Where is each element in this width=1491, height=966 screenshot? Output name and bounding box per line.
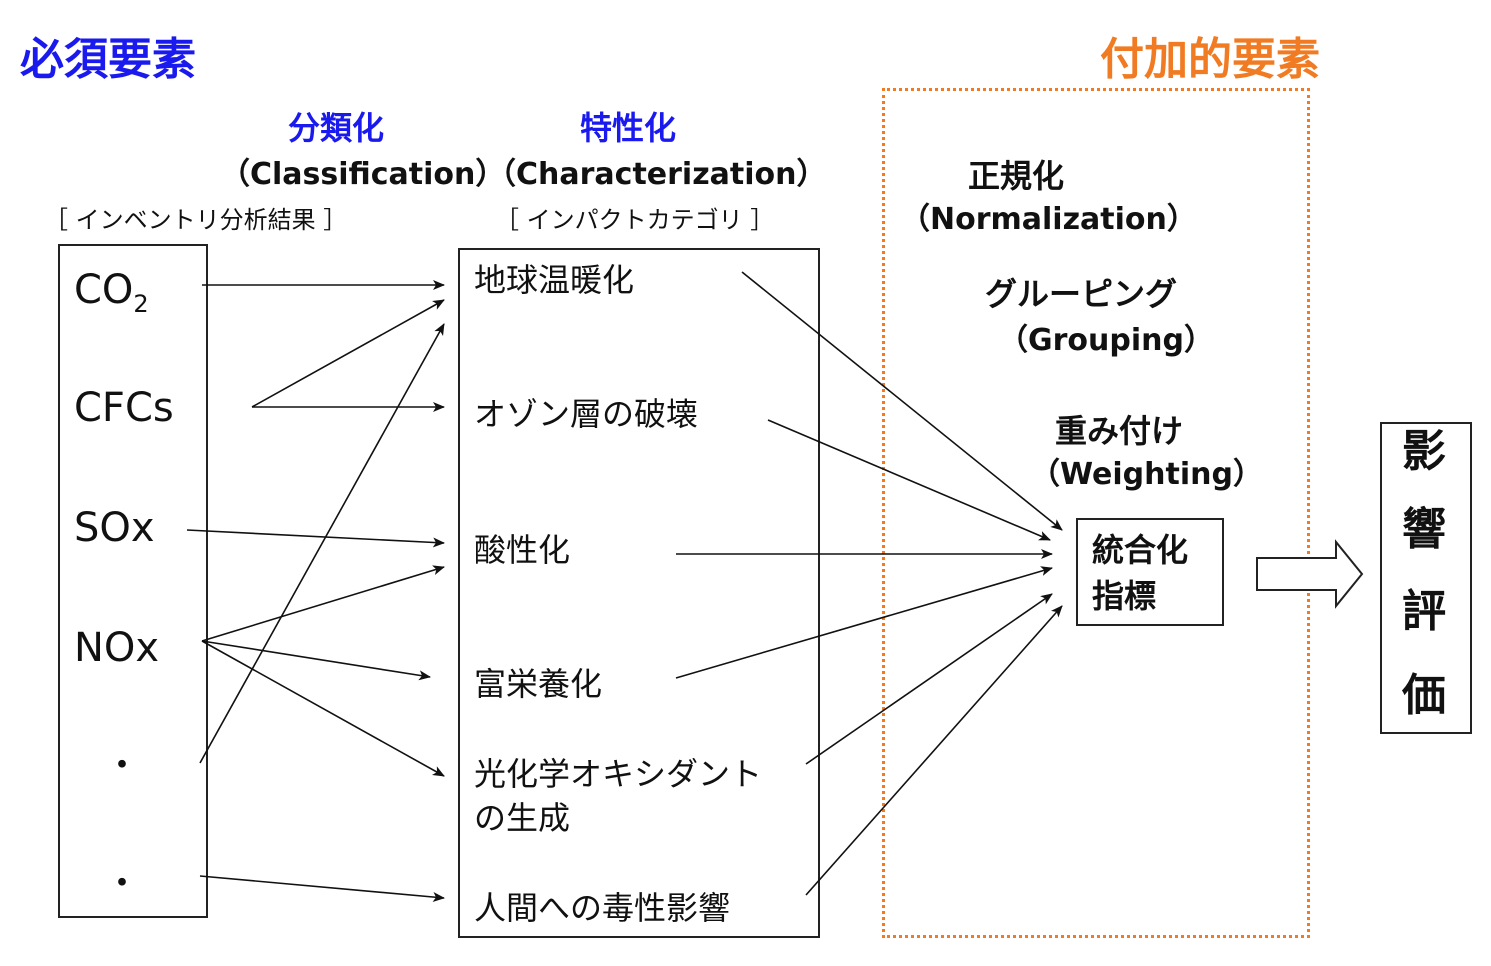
- classification-title: 分類化: [288, 109, 385, 147]
- integrated-indicator-line2: 指標: [1092, 577, 1157, 615]
- arrow-photo-integrated: [805, 593, 1053, 765]
- impact-assessment-char: 響: [1402, 504, 1446, 555]
- inventory-item-nox: NOx: [74, 625, 160, 671]
- inventory-item-dot: ・: [104, 745, 141, 786]
- arrow-toxicity-integrated: [805, 605, 1063, 896]
- arrow-cfcs-warming: [251, 299, 445, 408]
- grouping-en: （Grouping）: [998, 323, 1214, 358]
- integrated-indicator-box: [1076, 518, 1224, 626]
- arrow-nox-acid: [201, 565, 445, 642]
- arrow-dot-toxicity: [199, 875, 445, 902]
- inventory-item-co2: CO2: [74, 267, 149, 318]
- inventory-box: [58, 244, 208, 918]
- arrow-ozone-integrated: [767, 419, 1051, 541]
- weighting-title: 重み付け: [1055, 412, 1184, 450]
- inventory-item-sox: SOx: [74, 505, 155, 551]
- characterization-en: （Characterization）: [486, 157, 827, 192]
- impact-human-toxicity: 人間への毒性影響: [474, 889, 731, 927]
- impact-ozone-depletion: オゾン層の破壊: [474, 395, 699, 433]
- impact-photochemical-line2: の生成: [474, 799, 571, 837]
- impact-assessment-char: 影: [1402, 426, 1446, 477]
- block-arrow-to-assessment: [1256, 539, 1364, 609]
- impact-box: [458, 248, 820, 938]
- impact-global-warming: 地球温暖化: [474, 261, 635, 299]
- optional-heading: 付加的要素: [1100, 34, 1320, 85]
- arrow-warming-integrated: [741, 271, 1063, 531]
- classification-en: （Classification）: [220, 157, 506, 192]
- inventory-item-dot: ・: [104, 863, 141, 904]
- impact-eutrophication: 富栄養化: [474, 665, 603, 703]
- impact-acidification: 酸性化: [474, 531, 571, 569]
- characterization-title: 特性化: [580, 109, 677, 147]
- grouping-title: グルーピング: [985, 275, 1178, 313]
- impact-photochemical-line1: 光化学オキシダント: [474, 755, 763, 793]
- arrow-nox-photo: [201, 640, 445, 777]
- inventory-item-cfcs: CFCs: [74, 385, 174, 431]
- normalization-title: 正規化: [968, 157, 1065, 195]
- arrow-sox-acid: [186, 529, 445, 548]
- impact-assessment-char: 価: [1402, 670, 1446, 721]
- integrated-indicator-line1: 統合化: [1092, 531, 1189, 569]
- impact-assessment-char: 評: [1402, 586, 1446, 637]
- arrow-dot-warming: [199, 323, 445, 764]
- impact-assessment-box: [1380, 422, 1472, 734]
- arrow-eutro-integrated: [675, 566, 1053, 679]
- optional-region: [882, 88, 1310, 938]
- inventory-label: ［ インベントリ分析結果 ］: [44, 206, 348, 234]
- impact-label: ［ インパクトカテゴリ ］: [495, 206, 775, 234]
- weighting-en: （Weighting）: [1030, 457, 1263, 492]
- essential-heading: 必須要素: [20, 34, 196, 85]
- arrow-nox-eutro: [201, 640, 431, 681]
- normalization-en: （Normalization）: [900, 202, 1197, 237]
